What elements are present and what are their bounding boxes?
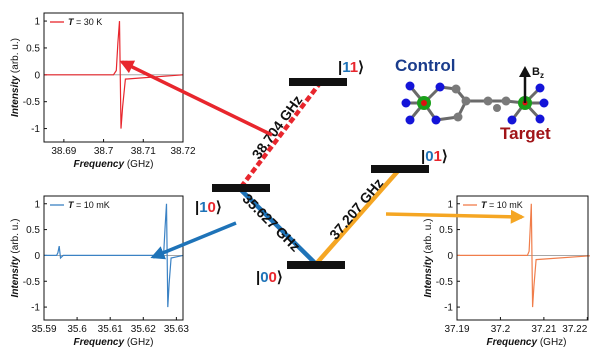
chart0-legend-label: T = 30 K	[68, 17, 102, 27]
carbon-atom	[461, 96, 471, 106]
nitrogen-atom	[405, 115, 415, 125]
chart0-xtick-label: 38.72	[170, 146, 195, 157]
chart0-ytick-label: -1	[31, 124, 40, 135]
transition-label-blue: 35.627 GHz	[239, 190, 303, 254]
chart2-ytick-label: -1	[444, 303, 453, 314]
chart1-ylabel: Intensity (arb. u.)	[10, 219, 21, 298]
ket-label-01: |01⟩	[421, 148, 448, 165]
chart2-xtick-label: 37.19	[444, 324, 469, 335]
ket-label-10: |10⟩	[195, 199, 222, 216]
ket-label-11: |11⟩	[338, 59, 364, 76]
nitrogen-atom	[401, 98, 411, 108]
chart1-xtick-label: 35.59	[31, 324, 56, 335]
carbon-atom	[453, 112, 463, 122]
chart1-xtick-label: 35.63	[164, 324, 189, 335]
level-bar-11	[289, 78, 347, 86]
nitrogen-atom	[535, 114, 545, 124]
arrow-red-to-30k-spectrum	[119, 60, 273, 137]
chart0-xlabel: Frequency (GHz)	[73, 159, 153, 170]
chart0-xtick-label: 38.7	[94, 146, 114, 157]
chart0-ytick-label: 0	[34, 70, 40, 81]
chart0-ylabel: Intensity (arb. u.)	[10, 38, 21, 117]
carbon-atom	[451, 84, 461, 94]
chart1-ytick-label: 0.5	[26, 225, 40, 236]
chart2-xtick-label: 37.22	[562, 324, 587, 335]
carbon-atom	[483, 96, 493, 106]
chart2-ytick-label: 0.5	[439, 225, 453, 236]
level-bar-10	[212, 184, 270, 192]
control-center-atom	[421, 100, 427, 106]
spectrum-panel-30k: 1 0.5 0 -0.5 -1 38.69 38.7 38.71 38.72 T = 30 K Fr…	[10, 12, 196, 170]
arrow-orange-to-10mk-spectrum	[385, 209, 525, 224]
chart1-ytick-label: -1	[31, 303, 40, 314]
chart1-legend-label: T = 10 mK	[68, 200, 110, 210]
chart1-frame	[43, 195, 184, 321]
chart1-ytick-label: -0.5	[23, 277, 41, 288]
nitrogen-atom	[535, 83, 545, 93]
chart2-xtick-label: 37.21	[531, 324, 556, 335]
chart2-ylabel: Intensity (arb. u.)	[423, 219, 434, 298]
spectrum-panel-blue-10mk: 1 0.5 0 -0.5 -1 35.59 35.6 35.61 35.62 35.63 T = 1…	[10, 195, 189, 348]
chart0-frame	[43, 12, 184, 143]
chart1-ytick-label: 1	[34, 199, 40, 210]
chart2-legend-label: T = 10 mK	[481, 200, 523, 210]
chart1-xlabel: Frequency (GHz)	[73, 337, 153, 348]
chart0-ytick-label: -0.5	[23, 97, 41, 108]
transition-label-orange: 37.207 GHz	[326, 175, 386, 243]
chart2-frame	[456, 195, 589, 321]
nitrogen-atom	[435, 82, 445, 92]
chart1-xtick-label: 35.6	[67, 324, 87, 335]
target-label: Target	[500, 124, 551, 143]
chart2-ytick-label: 0	[447, 251, 453, 262]
transition-orange	[314, 169, 400, 266]
chart0-xtick-label: 38.69	[51, 146, 76, 157]
transition-blue	[239, 188, 318, 266]
nitrogen-atom	[539, 98, 549, 108]
control-label: Control	[395, 56, 455, 75]
molecule-structure	[401, 66, 549, 125]
field-label-bz: Bz	[532, 66, 544, 80]
chart1-series-line	[44, 203, 184, 308]
chart2-series-line	[457, 203, 590, 308]
nitrogen-atom	[405, 81, 415, 91]
nitrogen-atom	[507, 115, 517, 125]
transition-red-dashed	[239, 81, 322, 189]
chart2-ytick-label: 1	[447, 199, 453, 210]
carbon-atom	[493, 104, 501, 112]
field-arrow-head	[519, 66, 531, 77]
level-bar-01	[371, 165, 429, 173]
chart0-xtick-label: 38.71	[131, 146, 156, 157]
arrow-blue-to-10mk-spectrum	[150, 221, 237, 260]
spectrum-panel-orange-10mk: 1 0.5 0 -0.5 -1 37.19 37.2 37.21 37.22 T = 10 mK F…	[423, 195, 590, 348]
chart1-xtick-label: 35.62	[131, 324, 156, 335]
chart2-xtick-label: 37.2	[491, 324, 511, 335]
chart2-xlabel: Frequency (GHz)	[486, 337, 566, 348]
nitrogen-atom	[431, 115, 441, 125]
chart1-xtick-label: 35.61	[98, 324, 123, 335]
chart1-ytick-label: 0	[34, 251, 40, 262]
chart0-series-line	[44, 21, 184, 129]
ket-label-00: |00⟩	[256, 269, 283, 286]
chart0-ytick-label: 0.5	[26, 43, 40, 54]
level-bar-00	[287, 261, 345, 269]
chart2-ytick-label: -0.5	[436, 277, 454, 288]
chart0-ytick-label: 1	[34, 17, 40, 28]
carbon-atom	[501, 96, 511, 106]
